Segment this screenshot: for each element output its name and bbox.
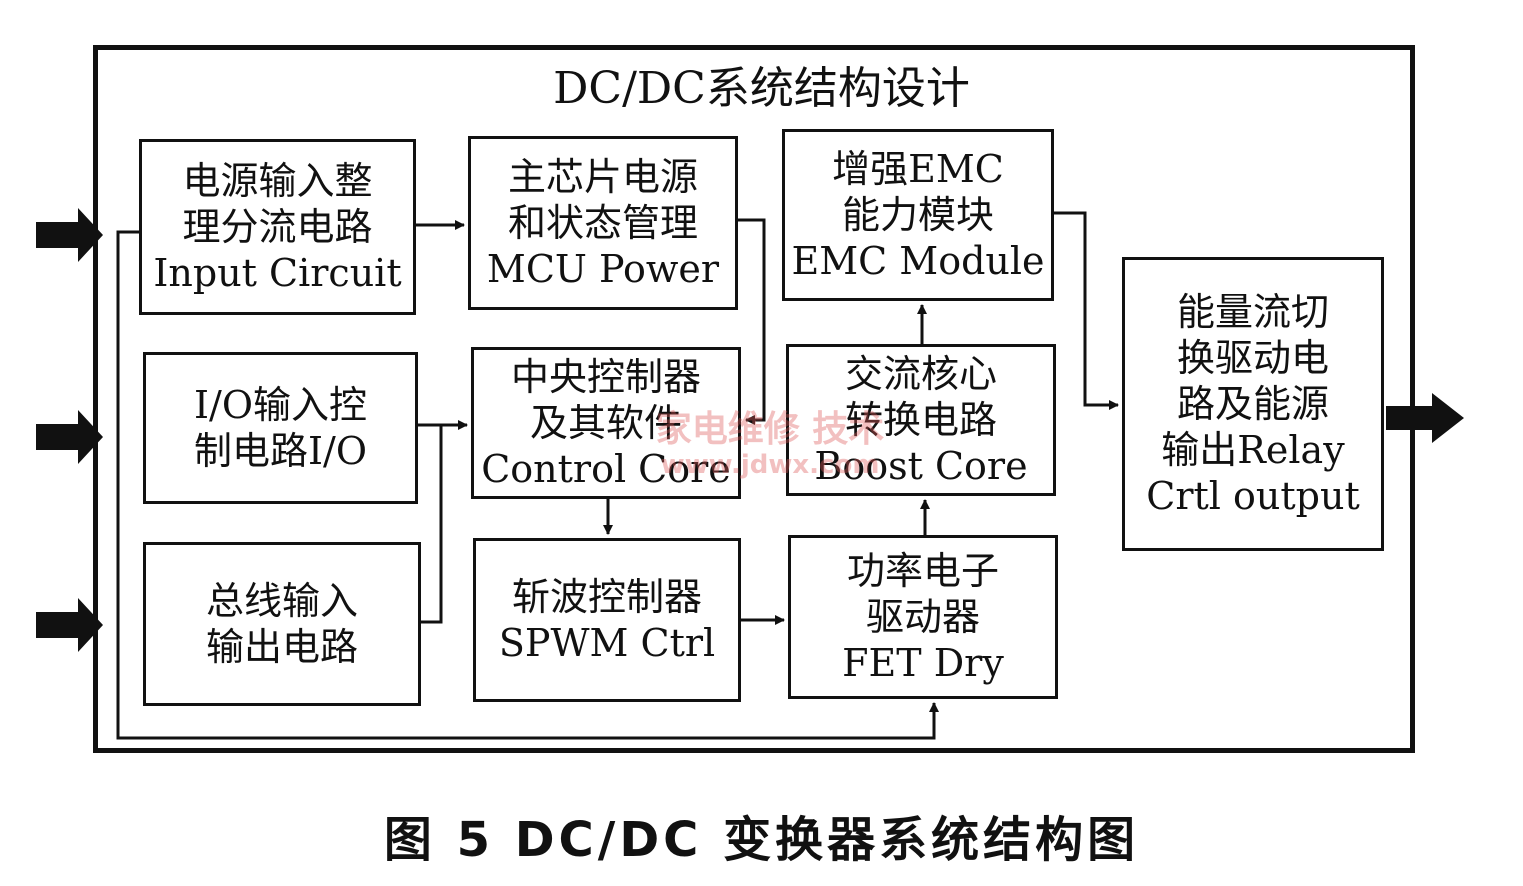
block-mcu-power-line2: 和状态管理 <box>507 201 698 245</box>
block-boost-core-line1: 交流核心 <box>844 352 997 396</box>
block-boost-core-line3: Boost Core <box>814 444 1028 488</box>
arrow-emc-to-relay <box>1054 211 1119 410</box>
block-fet-drv-line3: FET Dry <box>842 641 1004 685</box>
arrow-mcu-to-control <box>738 218 766 425</box>
block-control-core-line1: 中央控制器 <box>510 355 701 399</box>
block-spwm-ctrl-line2: SPWM Ctrl <box>498 621 716 665</box>
output-arrow <box>1386 393 1464 443</box>
block-bus-io: 总线输入 输出电路 <box>143 542 421 706</box>
block-control-core-line2: 及其软件 <box>529 401 682 445</box>
input-arrow-middle <box>36 410 103 464</box>
block-boost-core-line2: 转换电路 <box>844 398 997 442</box>
block-relay-output: 能量流切 换驱动电 路及能源 输出Relay Crtl output <box>1122 257 1384 551</box>
block-fet-drv-line1: 功率电子 <box>846 549 999 593</box>
block-emc-module-line2: 能力模块 <box>841 193 994 237</box>
input-arrow-top <box>36 208 103 262</box>
line-power-rail <box>116 230 939 740</box>
block-relay-output-line3: 路及能源 <box>1176 382 1329 426</box>
block-emc-module-line3: EMC Module <box>791 239 1045 283</box>
block-input-circuit: 电源输入整 理分流电路 Input Circuit <box>139 139 416 315</box>
block-input-circuit-line3: Input Circuit <box>153 251 402 295</box>
block-emc-module-line1: 增强EMC <box>832 147 1004 191</box>
block-control-core-line3: Control Core <box>481 447 731 491</box>
line-bus-to-junction <box>421 425 443 624</box>
block-mcu-power-line1: 主芯片电源 <box>507 155 698 199</box>
block-fet-drv: 功率电子 驱动器 FET Dry <box>788 535 1058 699</box>
block-spwm-ctrl: 斩波控制器 SPWM Ctrl <box>473 538 741 702</box>
system-frame <box>93 45 1415 753</box>
block-io-circuit: I/O输入控 制电路I/O <box>143 352 418 504</box>
block-fet-drv-line2: 驱动器 <box>865 595 980 639</box>
block-bus-io-line1: 总线输入 <box>205 579 358 623</box>
block-input-circuit-line2: 理分流电路 <box>182 205 373 249</box>
block-boost-core: 交流核心 转换电路 Boost Core <box>786 344 1056 496</box>
input-arrow-bottom <box>36 598 103 652</box>
block-relay-output-line1: 能量流切 <box>1176 290 1329 334</box>
block-mcu-power: 主芯片电源 和状态管理 MCU Power <box>468 136 738 310</box>
block-spwm-ctrl-line1: 斩波控制器 <box>511 575 702 619</box>
block-emc-module: 增强EMC 能力模块 EMC Module <box>782 129 1054 301</box>
diagram-title: DC/DC系统结构设计 <box>553 63 970 114</box>
block-control-core: 中央控制器 及其软件 Control Core <box>471 347 741 499</box>
block-bus-io-line2: 输出电路 <box>205 625 358 669</box>
block-relay-output-line4: 输出Relay <box>1161 428 1345 472</box>
block-input-circuit-line1: 电源输入整 <box>182 159 373 203</box>
block-io-circuit-line1: I/O输入控 <box>194 383 367 427</box>
block-relay-output-line5: Crtl output <box>1146 474 1360 518</box>
block-io-circuit-line2: 制电路I/O <box>194 429 367 473</box>
figure-caption: 图 5 DC/DC 变换器系统结构图 <box>383 812 1140 868</box>
block-relay-output-line2: 换驱动电 <box>1176 336 1329 380</box>
block-mcu-power-line3: MCU Power <box>486 247 720 291</box>
